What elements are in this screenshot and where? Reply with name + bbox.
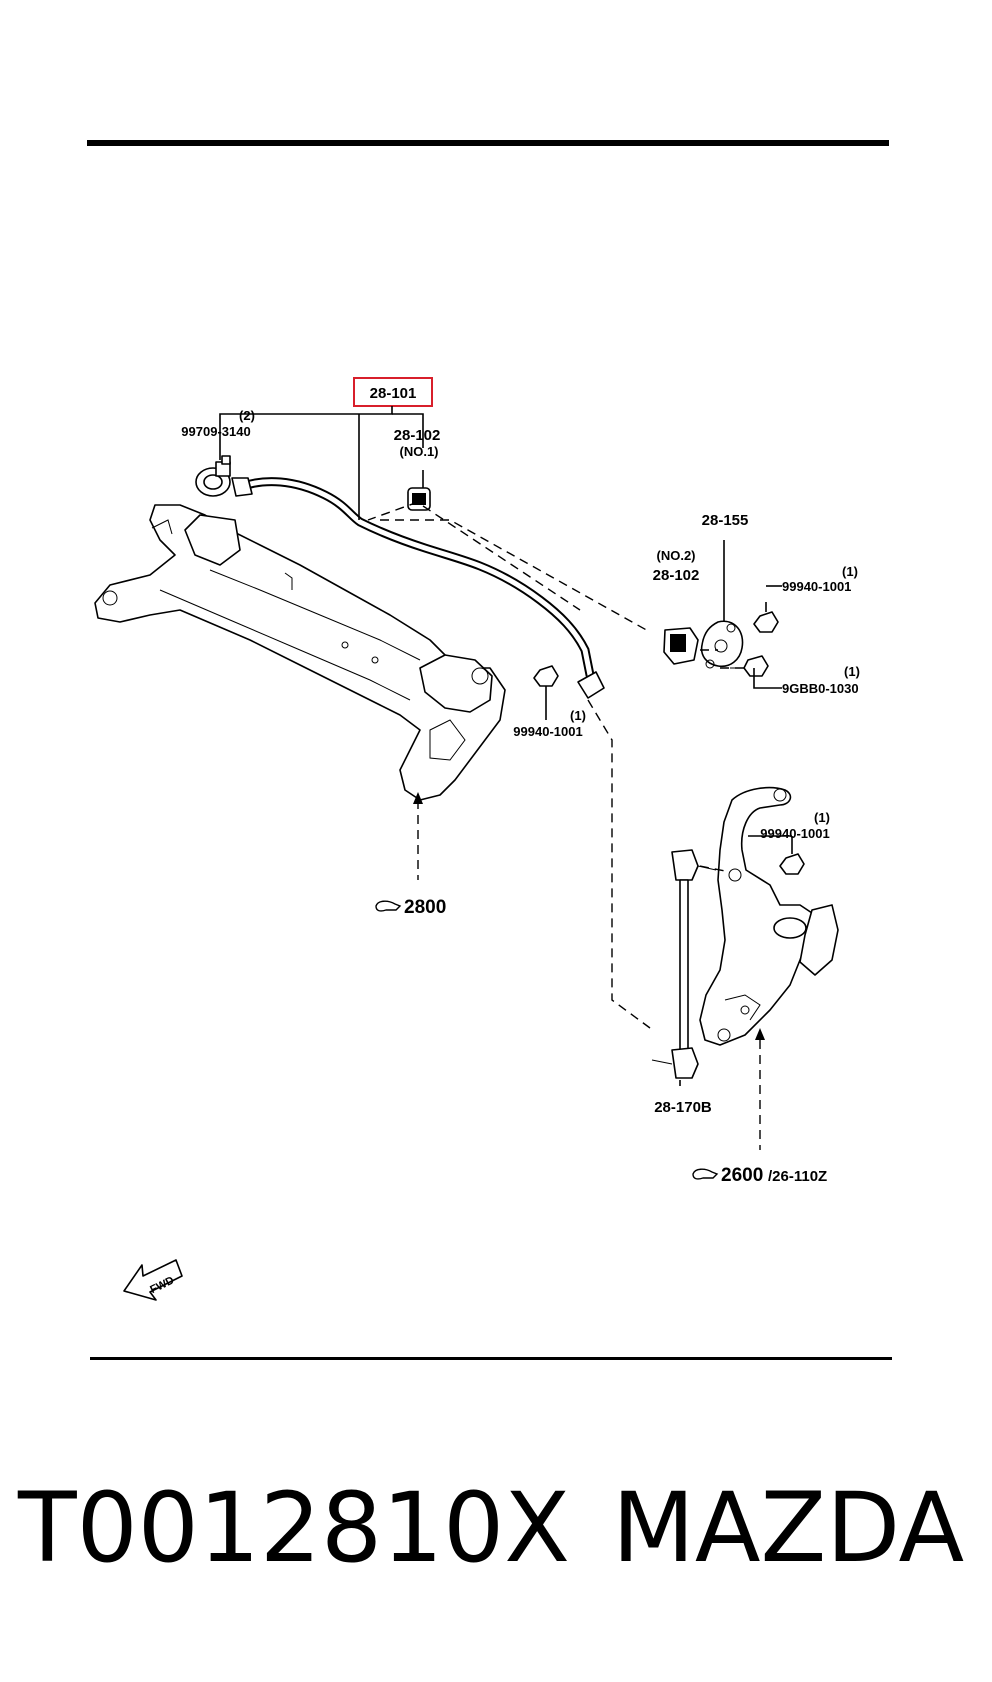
stabilizer-bar bbox=[231, 477, 605, 699]
label-link-part: 28-170B bbox=[654, 1099, 712, 1116]
label-bolt-part: 9GBB0-1030 bbox=[782, 681, 859, 696]
bracket-drawing bbox=[700, 620, 744, 669]
leader-lines bbox=[219, 406, 793, 1086]
label-bracket-part: 28-155 bbox=[702, 512, 749, 529]
nut-b-drawing bbox=[533, 665, 559, 687]
bottom-rule bbox=[90, 1357, 892, 1360]
label-ref-crossmember: 2800 bbox=[404, 897, 446, 918]
dashed-lines bbox=[367, 501, 761, 1150]
label-clip-qty: (2) bbox=[239, 408, 255, 423]
caption-part-number: T0012810X bbox=[18, 1472, 570, 1584]
label-nut-c-part: 99940-1001 bbox=[760, 826, 829, 841]
label-nut-a-qty: (1) bbox=[842, 564, 858, 579]
arrow-crossmember bbox=[413, 792, 423, 804]
label-nut-b-part: 99940-1001 bbox=[513, 724, 582, 739]
label-clip-part: 99709-3140 bbox=[181, 424, 250, 439]
nut-c-drawing bbox=[779, 853, 805, 875]
label-nut-c-qty: (1) bbox=[814, 810, 830, 825]
top-rule bbox=[87, 140, 889, 146]
link-drawing bbox=[651, 849, 717, 1079]
arrow-knuckle bbox=[755, 1028, 765, 1040]
nut-a-drawing bbox=[753, 611, 779, 633]
crossmember-drawing bbox=[94, 504, 506, 801]
label-ref-knuckle-sub: /26-110Z bbox=[768, 1168, 827, 1185]
label-main-part: 28-101 bbox=[370, 385, 417, 402]
label-ref-knuckle: 2600 bbox=[721, 1165, 763, 1186]
reference-hand-icon bbox=[375, 900, 402, 912]
label-bushing1-part: 28-102 bbox=[394, 427, 441, 444]
clip-drawing bbox=[195, 455, 231, 497]
highlight-box bbox=[353, 377, 433, 407]
knuckle-drawing bbox=[699, 786, 839, 1046]
label-bushing1-note: (NO.1) bbox=[400, 444, 439, 459]
labels: 28-101 (2) 99709-3140 28-102 (NO.1) 28-1… bbox=[181, 385, 860, 1186]
label-bushing2-note: (NO.2) bbox=[657, 548, 696, 563]
bushing-no2-drawing bbox=[663, 627, 699, 665]
label-nut-b-qty: (1) bbox=[570, 708, 586, 723]
label-bolt-qty: (1) bbox=[844, 664, 860, 679]
label-bushing2-part: 28-102 bbox=[653, 567, 700, 584]
bushing-no1-drawing bbox=[407, 487, 431, 511]
fwd-arrow-icon: FWD bbox=[123, 1259, 183, 1301]
label-nut-a-part: 99940-1001 bbox=[782, 579, 851, 594]
reference-hand-icon bbox=[692, 1168, 719, 1180]
caption-brand: MAZDA bbox=[612, 1472, 965, 1584]
